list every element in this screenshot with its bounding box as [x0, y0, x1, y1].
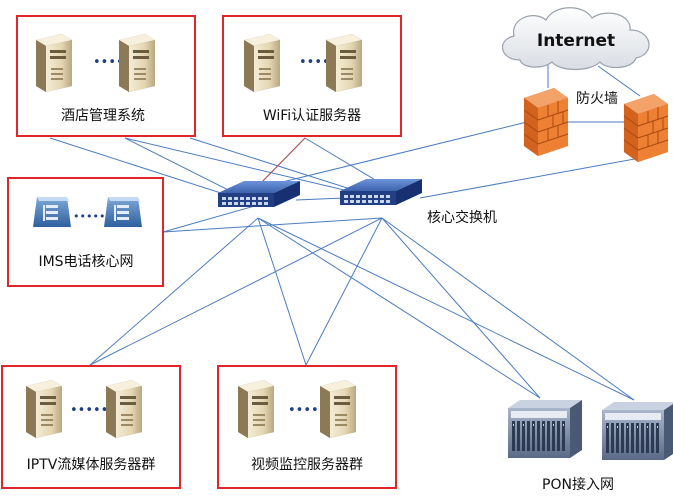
group-label-cctv: 视频监控服务器群 [251, 457, 363, 473]
olt-chassis-icon [602, 402, 673, 460]
group-border [1, 365, 181, 489]
group-border [7, 177, 164, 287]
core-switch-label: 核心交换机 [427, 209, 497, 226]
server-icon [36, 34, 72, 92]
ellipsis-dots: ••••• [73, 210, 105, 223]
group-cctv: ••••• 视频监控服务器群 [217, 365, 397, 489]
group-border [217, 365, 397, 489]
pon-access-node: PON接入网 [508, 400, 673, 493]
internet-node: Internet [502, 7, 650, 71]
group-border [222, 15, 402, 137]
server-icon [26, 380, 62, 438]
server-icon [119, 34, 155, 92]
pon-label: PON接入网 [542, 476, 614, 493]
ellipsis-dots: ••••• [70, 403, 108, 418]
ims-gateway-icon [33, 197, 71, 227]
group-label-iptv: IPTV流媒体服务器群 [27, 457, 156, 473]
firewall-icon [623, 93, 669, 163]
server-icon [238, 380, 274, 438]
core-switch-node: 核心交换机 [218, 179, 497, 226]
olt-chassis-icon [508, 400, 582, 458]
group-label-ims: IMS电话核心网 [38, 254, 133, 270]
group-label-hotel: 酒店管理系统 [61, 108, 145, 124]
group-wifi-auth: ••••• WiFi认证服务器 [222, 15, 402, 137]
server-icon [326, 34, 362, 92]
group-iptv: ••••• IPTV流媒体服务器群 [1, 365, 181, 489]
ims-gateway-icon [104, 197, 142, 227]
switch-icon [340, 179, 422, 205]
wifi-link-accent [257, 137, 306, 187]
ellipsis-dots: ••••• [288, 403, 326, 418]
group-border [16, 15, 196, 137]
firewall-node: 防火墙 [523, 87, 669, 163]
server-icon [106, 380, 142, 438]
link-lines [49, 62, 641, 401]
server-icon [320, 380, 356, 438]
group-hotel-management: ••••• 酒店管理系统 [16, 15, 196, 137]
firewall-label: 防火墙 [576, 91, 618, 107]
server-icon [244, 34, 280, 92]
cloud-icon [502, 7, 650, 71]
group-label-wifi: WiFi认证服务器 [263, 108, 361, 124]
internet-label: Internet [537, 31, 615, 51]
group-ims-core: ••••• IMS电话核心网 [7, 177, 164, 287]
switch-icon [218, 181, 300, 207]
firewall-icon [523, 87, 569, 157]
